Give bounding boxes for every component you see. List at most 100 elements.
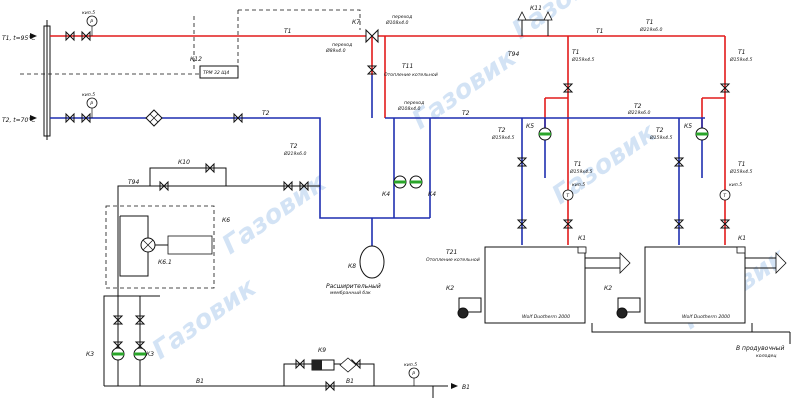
gauge-tag-2: кип.5 [82,92,95,98]
transition-2: переход [332,43,352,48]
boiler-1: Wolf Duotherm 2000 К1 К2 [446,235,631,324]
tag-k61: К6.1 [158,259,172,266]
tag-k9: К9 [318,347,326,354]
b1-label-1: В1 [196,378,204,385]
b1-label-2: В1 [346,378,354,385]
tag-k11: К11 [530,5,542,12]
watermark-4: Газовик [217,167,333,261]
boiler-2-name: Wolf Duotherm 2000 [682,314,730,320]
t2-inlet-label: Т2, t=70°C [2,117,36,124]
instrument-tags: кип.5 кип.5 кип.5 кип.5 кип.5 [82,10,742,368]
t2-label-3: Т2 [462,110,470,117]
t1-size-3: Ø159х4.5 [729,56,752,63]
line-labels: Т1, t=95°C Т2, t=70°C Т1 Т1 Т1 Ø219х6.0 … [2,15,752,391]
k7-valve: К7 [352,19,379,44]
tag-k6: К6 [222,217,230,224]
pumps [111,127,709,361]
t1-label-5: Т1 [738,49,745,56]
t21-label: Т21 [446,249,457,256]
t1-label-6: Т1 [574,161,581,168]
gauges: P P T T P [86,15,731,386]
t1-label-2: Т1 [596,28,603,35]
t1-label-3: Т1 [646,19,653,26]
t11-note: Отопление котельной [384,72,438,78]
tag-k3-right: К3 [146,351,154,358]
pump-k3-a [111,347,125,361]
pump-k4-a [393,175,407,189]
t1-label-4: Т1 [572,49,579,56]
gauge-letter: P [412,371,415,377]
t94-label: Т94 [128,179,139,186]
t11-label: Т11 [402,63,413,70]
tag-k3-left: К3 [86,351,94,358]
gauge-pressure-b1: P [408,367,420,386]
control-lines [20,9,361,289]
t94-vent-label: Т94 [508,51,519,58]
tag-k10: К10 [178,159,190,166]
gauge-letter: P [90,19,93,25]
pump-k5-left [538,127,552,141]
gauge-tag-4: кип.5 [729,182,742,188]
watermark-5: Газовик [147,272,263,366]
gauge-letter: T [566,193,570,199]
pump-k4-b [409,175,423,189]
trm-controller: ТРМ 32 Щ4 К12 [190,56,239,79]
t2-size-1: Ø219х6.0 [283,150,306,157]
transition-3: переход [404,101,424,106]
tag-k4-left: К4 [382,191,390,198]
tag-k5-right: К5 [684,123,692,130]
transition-3-size: Ø108х4.0 [397,105,420,112]
boiler-1-name: Wolf Duotherm 2000 [522,314,570,320]
pump-k3-b [133,347,147,361]
tag-k5-left: К5 [526,123,534,130]
expansion-tank: К8 Расширительный мембранный бак [326,240,385,296]
gauge-tag-1: кип.5 [82,10,95,16]
boiler-2: Wolf Duotherm 2000 К1 К2 [604,235,787,324]
burner-2: К2 [604,285,641,319]
t1-size-4: Ø159х4.5 [569,168,592,175]
trm-label: ТРМ 32 Щ4 [203,70,229,76]
watermark-1: Газовик [507,0,623,46]
b1-label-3: В1 [462,384,470,391]
k9-exchanger: К9 [311,347,357,373]
t2-label-1: Т2 [262,110,270,117]
t2-size-2: Ø219х6.0 [627,109,650,116]
k11-vents: К11 [517,5,553,36]
t1-inlet-label: Т1, t=95°C [2,35,36,42]
inlet-arrows [30,33,458,389]
t1-size-1: Ø219х6.0 [639,26,662,33]
gauge-letter: P [90,101,93,107]
drain-line: В продувочный колодец [591,323,791,359]
t1-size-5: Ø159х4.5 [729,168,752,175]
gauge-temp-boiler2: T [719,189,731,201]
watermark-2: Газовик [407,42,523,136]
collector [43,20,51,140]
b1-line [103,167,448,398]
boiler-1-tag: К1 [578,235,586,242]
gauge-tag-3: кип.5 [572,182,585,188]
boiler-2-tag: К1 [738,235,746,242]
burner-1-tag: К2 [446,285,454,292]
t1-label-1: Т1 [284,28,291,35]
pump-k5-right [695,127,709,141]
t2-size-4: Ø159х4.5 [649,134,672,141]
transition-1-size: Ø108х4.0 [385,19,408,26]
transition-2-size: Ø89х4.0 [325,47,346,54]
gauge-pressure-t2: P [86,97,98,118]
tag-k12: К12 [190,56,202,63]
tank-caption: Расширительный [326,283,381,290]
t2-label-4: Т2 [634,103,642,110]
gauge-tag-5: кип.5 [404,362,417,368]
t2-size-3: Ø159х4.5 [491,134,514,141]
burner-2-tag: К2 [604,285,612,292]
drain-caption: В продувочный [736,345,785,352]
tag-k7: К7 [352,19,360,26]
t2-label-2: Т2 [290,143,298,150]
tank-tag: К8 [348,263,356,270]
transition-1: переход [392,15,412,20]
strainer [145,109,163,127]
equipment-tags: К4 К4 К5 К5 К3 К3 К10 [86,123,692,358]
t2-label-6: Т2 [656,127,664,134]
burner-1: К2 [446,285,482,319]
